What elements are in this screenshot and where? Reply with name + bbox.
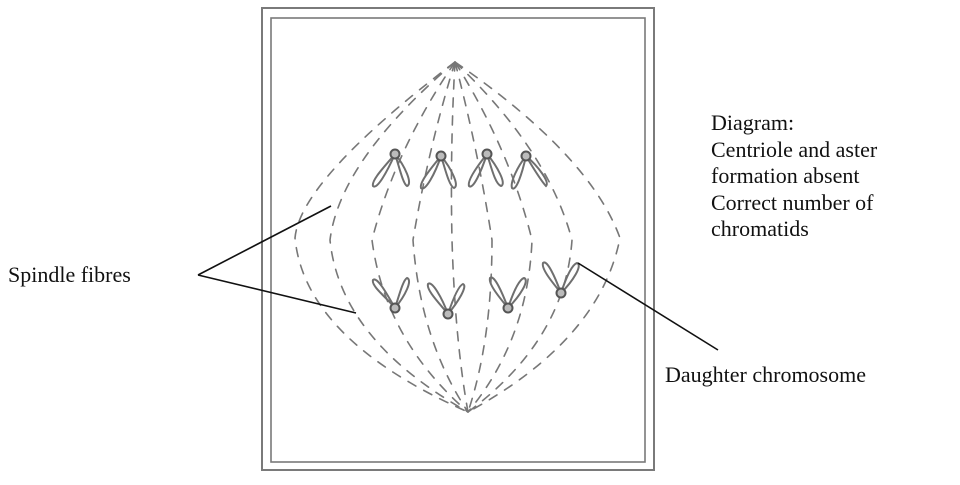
daughter-chromosome [512,152,547,189]
spindle-fibre [455,62,532,412]
caption-line: formation absent [711,163,877,190]
daughter-chromosome [373,278,409,313]
spindle-fibre [372,62,468,412]
spindle-fibres-label: Spindle fibres [8,262,131,288]
caption-line: Centriole and aster [711,137,877,164]
spindle-fibres-leader-lower [198,275,356,313]
daughter-chromosome [469,150,503,187]
daughter-chromosome [490,277,526,312]
daughter-chromosome [428,283,465,318]
spindle-fibres-leader-upper [198,206,331,275]
caption-line: chromatids [711,216,877,243]
spindle-fibre [455,62,620,412]
chromosomes-upper [373,150,547,189]
caption-line: Correct number of [711,190,877,217]
slide-frame [262,8,654,470]
daughter-chromosome-label: Daughter chromosome [665,362,866,388]
caption-line: Diagram: [711,110,877,137]
daughter-chromosome [543,262,579,297]
spindle-fibres [295,62,620,412]
spindle-fibre [455,62,572,412]
diagram-caption: Diagram: Centriole and aster formation a… [711,110,877,243]
spindle-fibre [451,62,468,412]
spindle-fibre [295,62,468,412]
leader-lines [198,206,718,350]
chromosomes-lower [373,262,579,318]
slide-frame-outer [262,8,654,470]
daughter-chromosome-leader [578,263,718,350]
spindle-fibre [330,62,468,412]
